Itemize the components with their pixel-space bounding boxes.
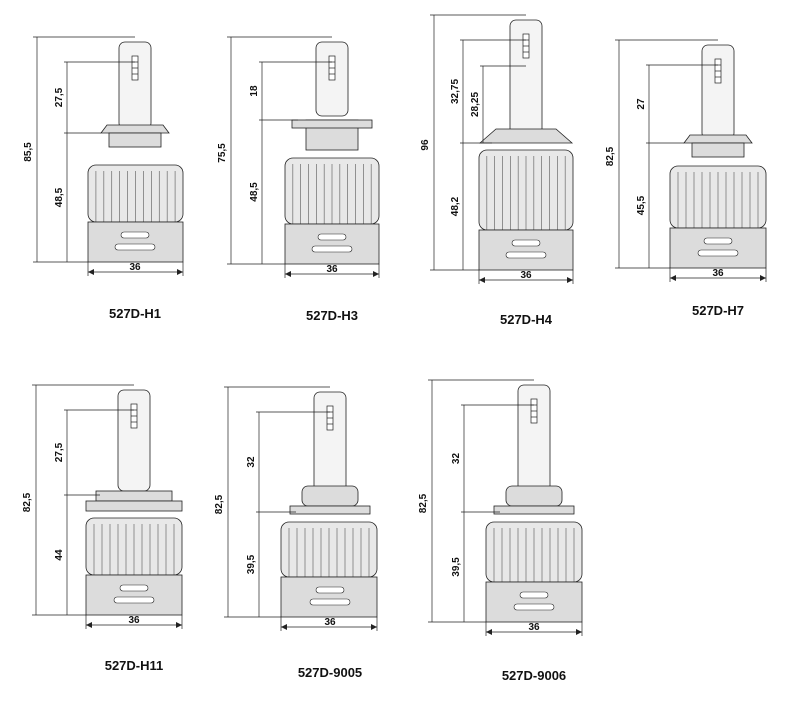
flange <box>493 505 575 515</box>
socket <box>691 142 745 158</box>
model-caption: 527D-9006 <box>502 668 566 683</box>
vent-slot <box>317 233 347 241</box>
model-caption: 527D-H3 <box>306 308 358 323</box>
total-height-label: 85,5 <box>23 142 34 162</box>
socket <box>108 132 162 148</box>
socket-collar <box>301 485 359 507</box>
bulb-drawing-527d-9006: 82,5 32 39,5 36 527D-9006 <box>418 379 583 683</box>
driver-base <box>485 581 583 623</box>
driver-base <box>85 574 183 616</box>
vent-slot <box>113 596 155 604</box>
vent-slot <box>505 251 547 259</box>
width-arrow-left <box>486 629 492 635</box>
vent-slot <box>311 245 353 253</box>
driver-base <box>284 223 380 265</box>
vent-slot <box>511 239 541 247</box>
vent-slot <box>114 243 156 251</box>
upper-height-label: 32 <box>246 456 257 468</box>
vent-slot <box>513 603 555 611</box>
width-arrow-left <box>670 275 676 281</box>
total-height-label: 82,5 <box>418 493 429 513</box>
vent-slot <box>119 584 149 592</box>
width-arrow-right <box>176 622 182 628</box>
vent-slot <box>697 249 739 257</box>
flange <box>100 124 170 134</box>
width-label: 36 <box>128 615 140 626</box>
total-height-label: 75,5 <box>217 143 228 163</box>
width-arrow-right <box>567 277 573 283</box>
bulb-drawing-527d-h4: 96 32,75 28,25 48,2 36 527D-H4 <box>420 14 574 327</box>
bulb-drawing-527d-9005: 82,5 32 39,5 36 527D-9005 <box>214 386 378 680</box>
vent-slot <box>309 598 351 606</box>
lower-height-label: 48,2 <box>450 196 461 216</box>
flange-ring <box>85 500 183 512</box>
width-label: 36 <box>520 270 532 281</box>
bulb-drawing-527d-h7: 82,5 27 45,5 36 527D-H7 <box>605 39 767 318</box>
width-label: 36 <box>326 264 338 275</box>
width-arrow-right <box>760 275 766 281</box>
width-arrow-left <box>88 269 94 275</box>
model-caption: 527D-H1 <box>109 306 161 321</box>
flange <box>95 490 173 502</box>
upper-height-label: 27 <box>636 98 647 110</box>
driver-base <box>87 221 184 263</box>
led-column <box>118 41 152 130</box>
flange <box>683 134 753 144</box>
vent-slot <box>519 591 549 599</box>
total-height-label: 82,5 <box>214 494 225 514</box>
flange <box>289 505 371 515</box>
width-label: 36 <box>129 262 141 273</box>
vent-slot <box>703 237 733 245</box>
width-arrow-left <box>285 271 291 277</box>
lower-height-label: 44 <box>54 549 65 561</box>
model-caption: 527D-9005 <box>298 665 362 680</box>
bulb-drawing-527d-h3: 75,5 18 48,5 36 527D-H3 <box>217 36 380 323</box>
width-label: 36 <box>528 622 540 633</box>
driver-base <box>280 576 378 618</box>
upper-height-label: 18 <box>249 85 260 97</box>
upper-height-label-2: 28,25 <box>470 92 481 117</box>
bulb-drawing-527d-h11: 82,5 27,5 44 36 527D-H11 <box>22 384 183 673</box>
width-label: 36 <box>324 617 336 628</box>
width-arrow-right <box>576 629 582 635</box>
width-arrow-left <box>86 622 92 628</box>
socket-collar <box>505 485 563 507</box>
flange <box>291 119 373 129</box>
vent-slot <box>120 231 150 239</box>
width-arrow-right <box>373 271 379 277</box>
upper-height-label: 27,5 <box>54 442 65 462</box>
driver-base <box>669 227 767 269</box>
width-arrow-left <box>479 277 485 283</box>
width-arrow-right <box>177 269 183 275</box>
model-caption: 527D-H4 <box>500 312 553 327</box>
lower-height-label: 48,5 <box>54 187 65 207</box>
width-arrow-left <box>281 624 287 630</box>
total-height-label: 82,5 <box>605 146 616 166</box>
bulb-drawing-527d-h1: 85,5 27,5 48,5 36 527D-H1 <box>23 36 184 321</box>
model-caption: 527D-H11 <box>105 658 164 673</box>
lower-height-label: 48,5 <box>249 182 260 202</box>
upper-height-label: 32,75 <box>450 79 461 104</box>
total-height-label: 96 <box>420 139 431 151</box>
upper-height-label: 32 <box>451 453 462 465</box>
driver-base <box>478 229 574 271</box>
lower-height-label: 45,5 <box>636 195 647 215</box>
upper-height-label: 27,5 <box>54 87 65 107</box>
vent-slot <box>315 586 345 594</box>
flange <box>478 128 574 144</box>
total-height-label: 82,5 <box>22 492 33 512</box>
lower-height-label: 39,5 <box>246 554 257 574</box>
lower-height-label: 39,5 <box>451 557 462 577</box>
model-caption: 527D-H7 <box>692 303 744 318</box>
width-arrow-right <box>371 624 377 630</box>
width-label: 36 <box>712 268 724 279</box>
